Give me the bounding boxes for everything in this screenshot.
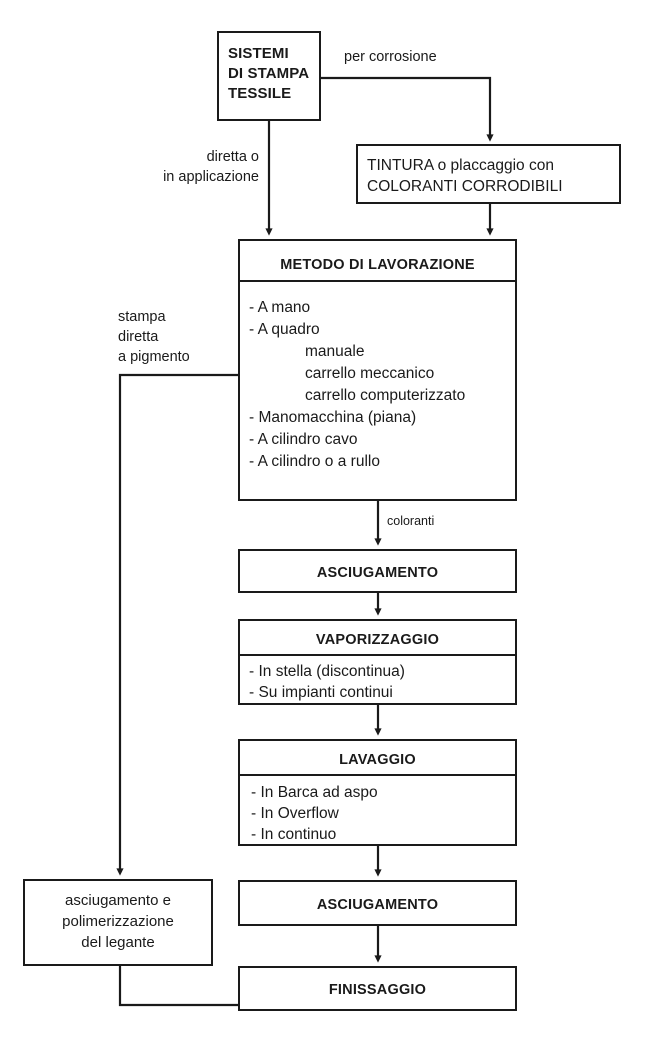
node-metodo-item-4: carrello meccanico: [305, 365, 434, 382]
edge-label-per-corrosione: per corrosione: [344, 49, 437, 65]
edge-label-stampa-line-1: stampa: [118, 309, 166, 325]
edge-metodo-to-polimerizzazione: [116, 373, 239, 876]
edge-root-to-tintura: [320, 76, 494, 142]
node-asciugamento-polimerizzazione[interactable]: [23, 879, 213, 966]
node-lavaggio-item-2: - In Overflow: [251, 805, 340, 822]
node-metodo-di-lavorazione[interactable]: [238, 239, 517, 501]
node-metodo-item-7: - A cilindro cavo: [249, 431, 358, 448]
node-metodo-item-8: - A cilindro o a rullo: [249, 453, 380, 470]
node-polimerizzazione-line-1: asciugamento e: [65, 892, 171, 909]
edge-label-diretta-line-2: in applicazione: [163, 169, 259, 185]
node-metodo-item-2: - A quadro: [249, 321, 320, 338]
node-metodo-item-1: - A mano: [249, 299, 310, 316]
node-polimerizzazione-line-2: polimerizzazione: [62, 913, 174, 930]
node-lavaggio-item-1: - In Barca ad aspo: [251, 784, 378, 801]
node-root-line-3: TESSILE: [228, 85, 291, 102]
node-sistemi-di-stampa-tessile[interactable]: [217, 31, 321, 121]
node-finissaggio-header: FINISSAGGIO: [329, 982, 426, 998]
edge-label-stampa-line-2: diretta: [118, 329, 159, 345]
node-metodo-header: METODO DI LAVORAZIONE: [280, 257, 475, 273]
node-vaporizzaggio[interactable]: [238, 619, 517, 705]
edge-polimerizzazione-to-finissaggio: [118, 965, 239, 1007]
node-tintura-line-2: COLORANTI CORRODIBILI: [367, 178, 563, 195]
node-metodo-item-5: carrello computerizzato: [305, 387, 465, 404]
node-asciugamento-2-header: ASCIUGAMENTO: [317, 897, 438, 913]
node-root-line-2: DI STAMPA: [228, 65, 309, 82]
node-asciugamento-1-header: ASCIUGAMENTO: [317, 565, 438, 581]
node-metodo-item-6: - Manomacchina (piana): [249, 409, 416, 426]
edge-label-stampa-line-3: a pigmento: [118, 349, 190, 365]
node-lavaggio[interactable]: [238, 739, 517, 846]
node-metodo-item-3: manuale: [305, 343, 364, 360]
node-asciugamento-1[interactable]: [238, 549, 517, 593]
node-lavaggio-item-3: - In continuo: [251, 826, 336, 843]
node-tintura-line-1: TINTURA o placcaggio con: [367, 157, 554, 174]
node-vaporizzaggio-header: VAPORIZZAGGIO: [316, 632, 439, 648]
node-vaporizzaggio-item-2: - Su impianti continui: [249, 684, 393, 701]
edge-label-diretta-line-1: diretta o: [207, 149, 259, 165]
node-asciugamento-2[interactable]: [238, 880, 517, 926]
node-root-line-1: SISTEMI: [228, 45, 289, 62]
node-vaporizzaggio-item-1: - In stella (discontinua): [249, 663, 405, 680]
node-tintura-colorandi-corrodibili[interactable]: [356, 144, 621, 204]
edge-label-coloranti: coloranti: [387, 514, 434, 528]
node-lavaggio-header: LAVAGGIO: [339, 752, 416, 768]
node-polimerizzazione-line-3: del legante: [81, 934, 154, 951]
node-finissaggio[interactable]: [238, 966, 517, 1011]
